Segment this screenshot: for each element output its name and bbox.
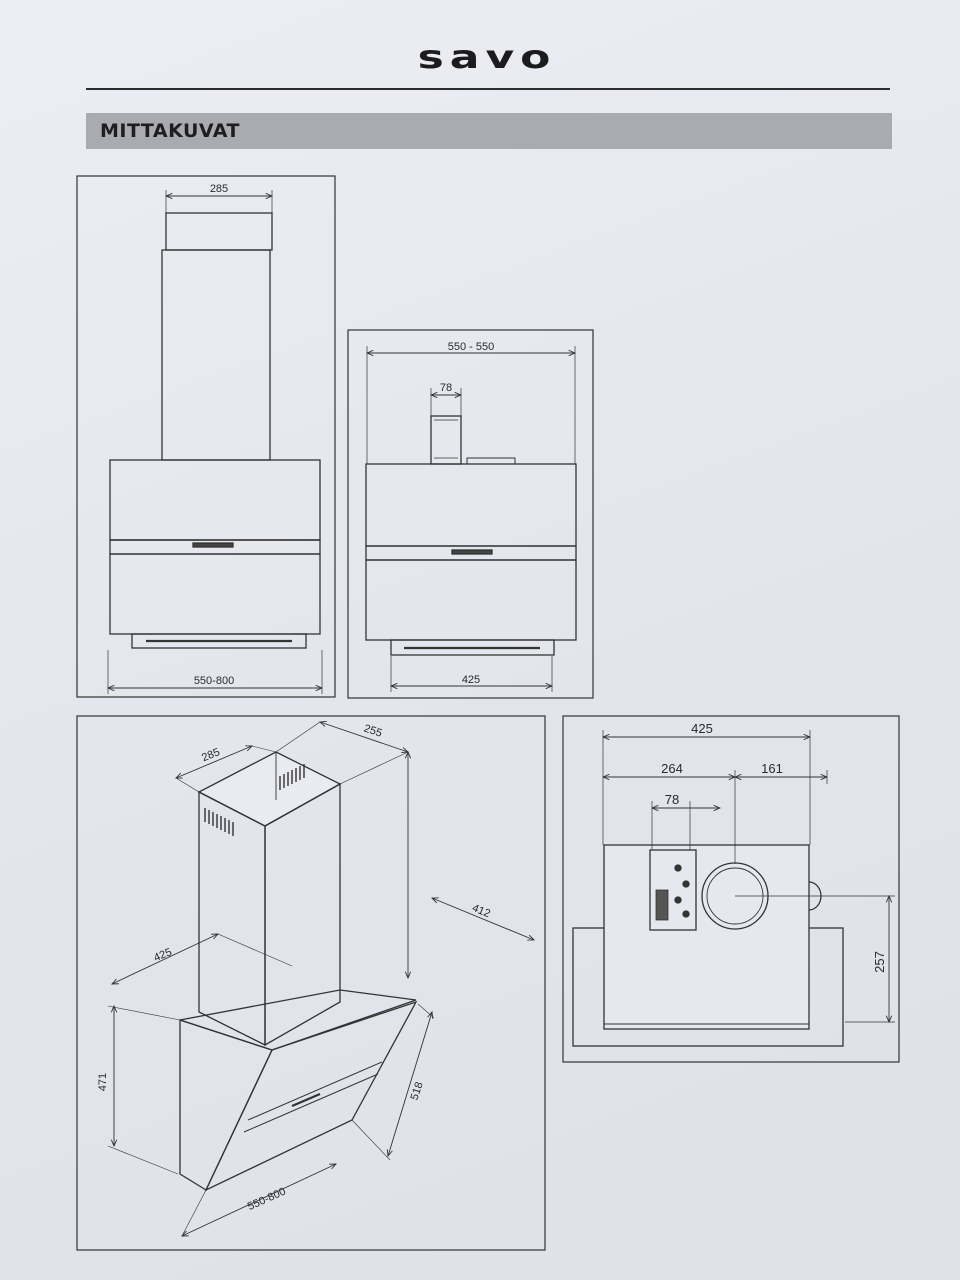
hood-body-top [603, 844, 810, 1030]
iso-chimney-width-label: 285 [200, 746, 222, 764]
hood-upper [109, 459, 321, 541]
side-outlet-width-label: 78 [440, 382, 452, 394]
control-panel [192, 542, 234, 548]
chimney-left-face [198, 790, 266, 1047]
side-hood-lower [365, 559, 577, 641]
iso-chimney-depth-label: 255 [362, 723, 383, 740]
iso-body-width-label: 425 [152, 946, 174, 964]
control-module [649, 849, 697, 931]
front-hood-width-label: 550-800 [194, 675, 234, 687]
side-base-width-label: 425 [462, 674, 480, 686]
brand-logo: savo [417, 39, 557, 76]
iso-height-label: 471 [97, 1073, 109, 1091]
outlet-housing [430, 415, 462, 465]
top-right-offset-label: 161 [761, 761, 783, 776]
top-outlet-width-label: 78 [665, 792, 679, 807]
chimney [161, 249, 271, 461]
side-total-width-label: 550 - 550 [448, 341, 494, 353]
hood-glass-panel [204, 1000, 418, 1192]
iso-depth-label: 412 [470, 902, 492, 920]
section-header: MITTAKUVAT [86, 113, 892, 149]
side-view-panel [347, 329, 594, 699]
hood-lower [109, 553, 321, 635]
top-view-panel [562, 715, 900, 1063]
front-view-panel [76, 175, 336, 698]
section-title: MITTAKUVAT [100, 120, 240, 142]
front-chimney-width-label: 285 [210, 183, 228, 195]
side-control-panel [451, 549, 493, 555]
side-hood-upper [365, 463, 577, 547]
iso-width-label: 550-800 [246, 1186, 288, 1213]
top-left-offset-label: 264 [661, 761, 683, 776]
top-total-width-label: 425 [691, 721, 713, 736]
chimney-right-face [264, 782, 341, 1047]
isometric-view-panel [76, 715, 546, 1251]
top-depth-label: 257 [872, 951, 887, 973]
chimney-cap [165, 212, 273, 251]
chimney-top [197, 751, 342, 827]
iso-glass-length-label: 518 [409, 1080, 426, 1101]
header-divider [86, 88, 890, 90]
